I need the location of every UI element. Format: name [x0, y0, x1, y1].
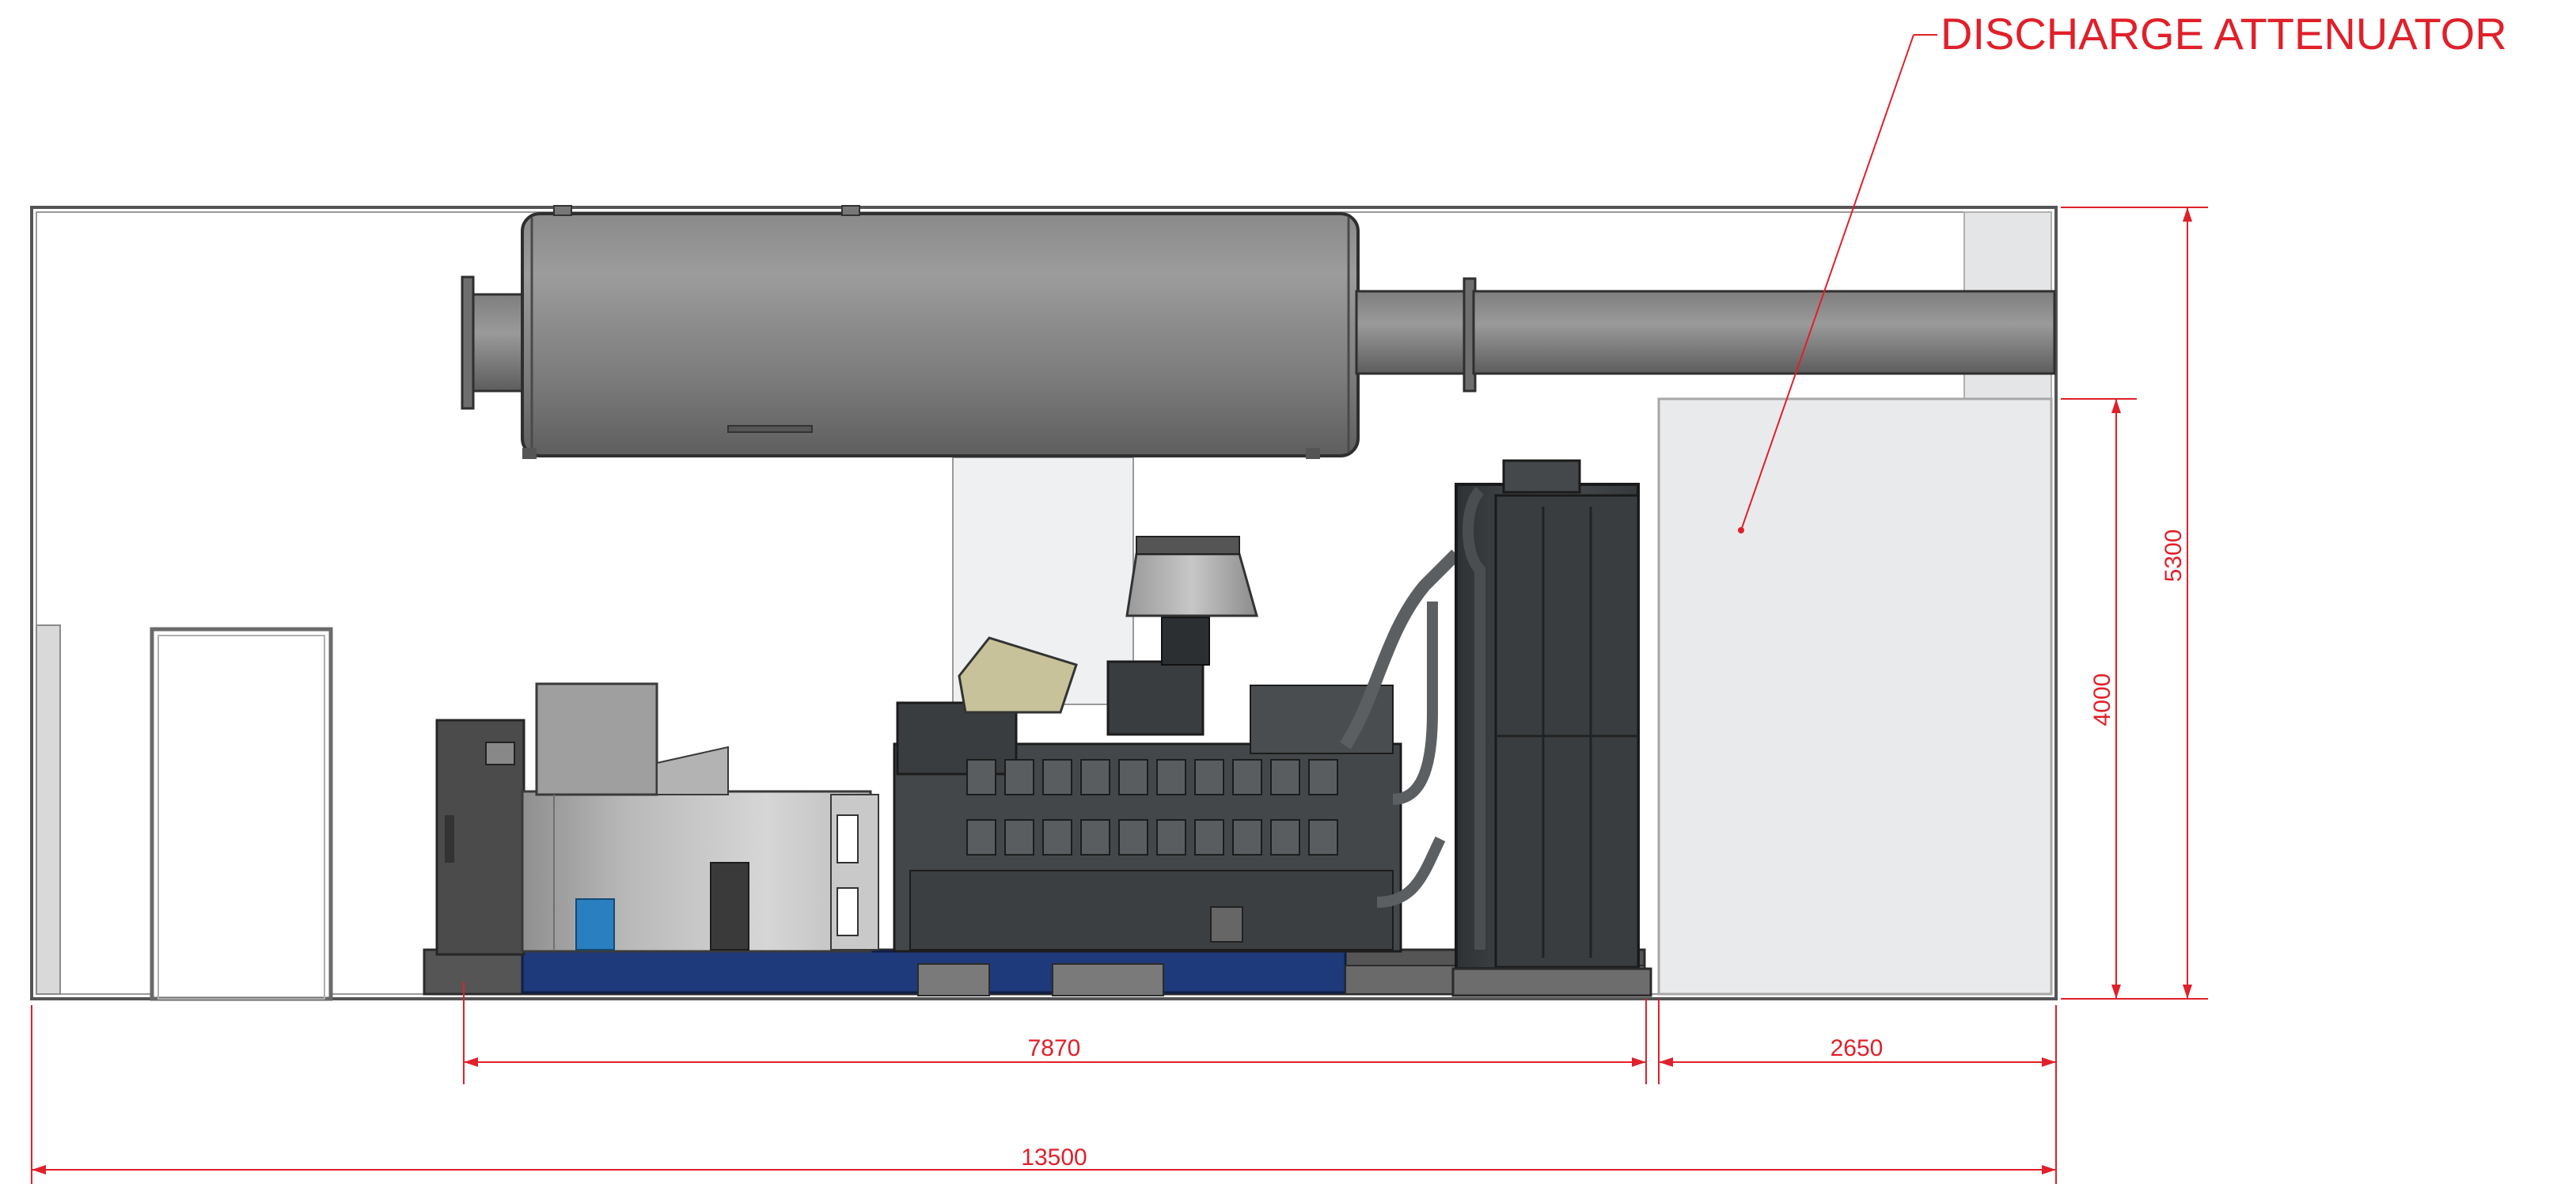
exhaust-bellows: [1161, 617, 1210, 666]
dim-text-4000: 4000: [2089, 674, 2115, 727]
callout-dot: [1738, 527, 1744, 533]
silencer-body: [521, 212, 1360, 457]
access-door: [150, 627, 333, 1001]
alternator-top-box: [535, 682, 658, 796]
diesel-engine: [893, 536, 1461, 953]
exhaust-cowl: [1125, 552, 1258, 617]
dimension-lines: [31, 207, 2208, 1184]
silencer-drain: [727, 425, 813, 433]
callout-leader: [1740, 34, 1937, 531]
turbocharger: [1106, 660, 1205, 736]
inlet-flange: [461, 275, 475, 410]
left-wall-strip: [36, 624, 61, 995]
dim-text-7870: 7870: [1028, 1035, 1081, 1061]
air-filter: [958, 636, 1078, 714]
inlet-pipe: [469, 293, 527, 393]
discharge-attenuator-box: [1657, 397, 2053, 996]
radiator-side-frame: [1494, 494, 1640, 969]
radiator-header-tank: [1502, 459, 1581, 494]
engine-crankcase: [909, 870, 1394, 951]
dim-text-2650: 2650: [1831, 1035, 1884, 1061]
control-panel-small: [710, 862, 749, 951]
tail-pipe: [1472, 290, 2056, 375]
dim-text-5300: 5300: [2161, 529, 2187, 583]
exhaust-cowl-top: [1136, 536, 1240, 555]
nameplate-blue: [575, 898, 615, 951]
dim-text-13500: 13500: [1021, 1144, 1087, 1171]
radiator: [1451, 459, 1652, 997]
alternator-housing: [521, 790, 872, 953]
alternator: [435, 682, 879, 956]
callout-label: DISCHARGE ATTENUATOR: [1941, 9, 2507, 59]
cylinder-heads: [966, 759, 1338, 856]
exhaust-silencer: [461, 205, 2056, 459]
dimension-arrows: [32, 207, 2192, 1175]
outlet-reducer: [1355, 290, 1469, 375]
